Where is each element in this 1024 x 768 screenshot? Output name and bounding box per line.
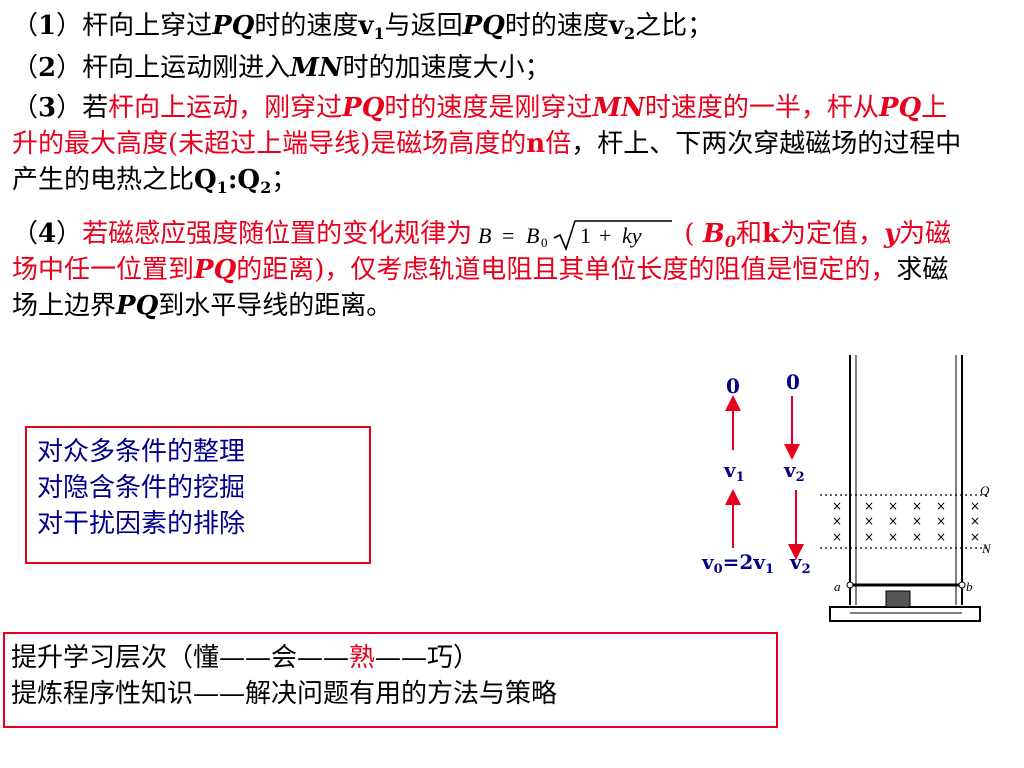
question-4: （4）若磁感应强度随位置的变化规律为 B = B 0 1 + ky ( B0和k… bbox=[12, 218, 952, 321]
velocity-v0-label: v0=2v1 bbox=[702, 550, 775, 577]
svg-text:ky: ky bbox=[622, 223, 642, 248]
field-cross: × bbox=[888, 514, 898, 528]
velocity-v2-bottom-label: v2 bbox=[790, 550, 811, 577]
field-cross: × bbox=[888, 530, 898, 544]
field-cross: × bbox=[970, 530, 980, 544]
label-b: b bbox=[966, 579, 973, 594]
velocity-zero-left: 0 bbox=[726, 374, 740, 398]
question-3: （3）若杆向上运动，刚穿过PQ时的速度是刚穿过MN时速度的一半，杆从PQ上升的最… bbox=[12, 93, 962, 197]
velocity-v2-label: v2 bbox=[784, 458, 805, 485]
field-cross: × bbox=[832, 499, 842, 513]
field-cross: × bbox=[864, 514, 874, 528]
field-cross: × bbox=[832, 514, 842, 528]
field-cross: × bbox=[912, 530, 922, 544]
field-cross: × bbox=[888, 499, 898, 513]
label-n: N bbox=[981, 541, 992, 556]
question-2: （2）杆向上运动刚进入MN时的加速度大小； bbox=[12, 53, 551, 83]
field-cross: × bbox=[864, 530, 874, 544]
field-cross: × bbox=[864, 499, 874, 513]
velocity-zero-right: 0 bbox=[786, 370, 800, 394]
question-1: （1）杆向上穿过PQ时的速度v1与返回PQ时的速度v2之比； bbox=[12, 11, 714, 43]
field-cross: × bbox=[936, 514, 946, 528]
apparatus-diagram: P Q M N ×××××××××××××××××× a b bbox=[820, 355, 992, 622]
svg-text:1: 1 bbox=[580, 223, 591, 248]
svg-text:B: B bbox=[478, 223, 491, 248]
field-cross: × bbox=[936, 499, 946, 513]
field-cross: × bbox=[912, 514, 922, 528]
conditions-box: 对众多条件的整理 对隐含条件的挖掘 对干扰因素的排除 bbox=[25, 426, 371, 564]
field-cross: × bbox=[912, 499, 922, 513]
spring-block bbox=[885, 590, 911, 608]
field-cross: × bbox=[936, 530, 946, 544]
field-cross: × bbox=[970, 514, 980, 528]
svg-text:+: + bbox=[599, 223, 611, 248]
formula: B = B 0 1 + ky bbox=[474, 218, 674, 252]
svg-text:0: 0 bbox=[541, 235, 548, 250]
svg-text:=: = bbox=[502, 223, 514, 248]
box2-line-1: 提升学习层次（懂——会——熟——巧） bbox=[11, 643, 480, 673]
field-cross: × bbox=[970, 499, 980, 513]
velocity-v1-label: v1 bbox=[724, 458, 745, 485]
field-cross: × bbox=[832, 530, 842, 544]
box1-line-2: 对隐含条件的挖掘 bbox=[37, 473, 246, 503]
label-q: Q bbox=[980, 483, 990, 498]
svg-text:B: B bbox=[526, 223, 539, 248]
box1-line-1: 对众多条件的整理 bbox=[37, 437, 246, 467]
label-a: a bbox=[834, 579, 841, 594]
strategy-box: 提升学习层次（懂——会——熟——巧） 提炼程序性知识——解决问题有用的方法与策略 bbox=[3, 632, 778, 728]
magnetic-field-crosses: ×××××××××××××××××× bbox=[832, 499, 980, 544]
box1-line-3: 对干扰因素的排除 bbox=[37, 509, 246, 539]
box2-line-2: 提炼程序性知识——解决问题有用的方法与策略 bbox=[11, 679, 558, 709]
